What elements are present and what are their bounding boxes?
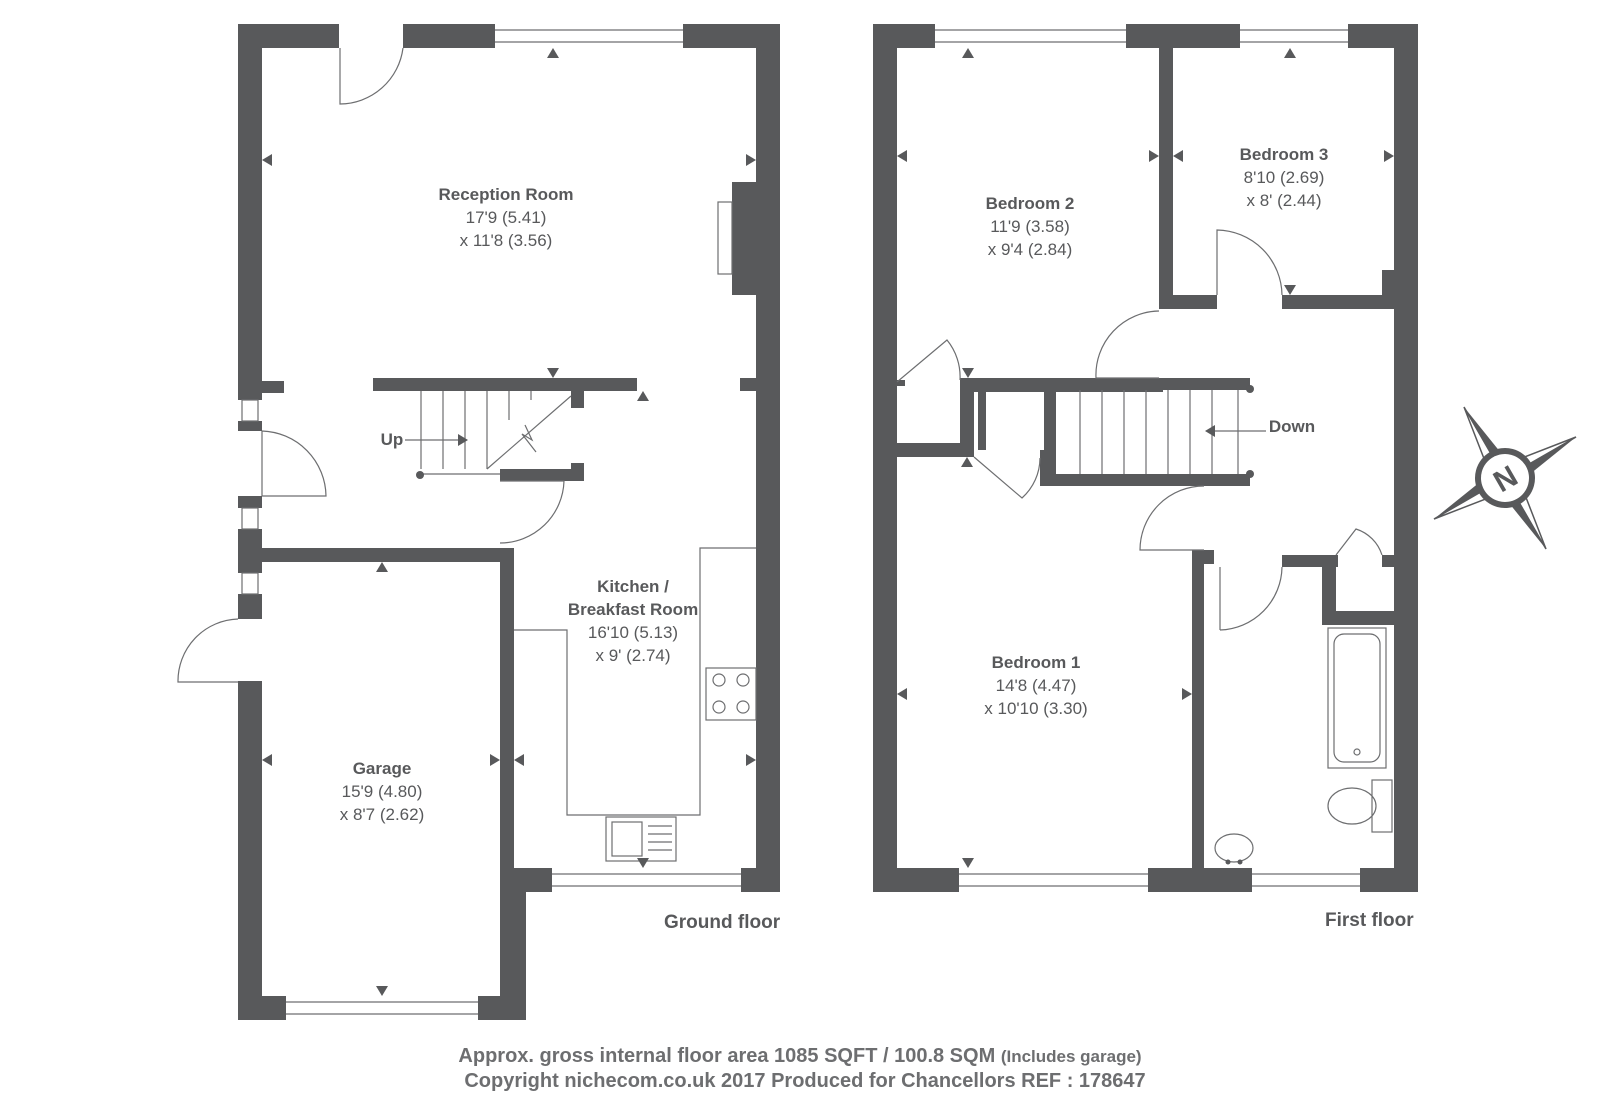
room-name-bedroom-2: Bedroom 2 (986, 194, 1075, 213)
room-dim-kitchen-2: x 9' (2.74) (595, 646, 670, 665)
ground-floor-arrows (262, 48, 756, 996)
room-name-garage: Garage (353, 759, 412, 778)
copyright-line: Copyright nichecom.co.uk 2017 Produced f… (464, 1070, 1145, 1092)
room-dim-kitchen-1: 16'10 (5.13) (588, 623, 678, 642)
room-dim-bedroom-2-1: 11'9 (3.58) (990, 217, 1069, 236)
room-name-bedroom-3: Bedroom 3 (1240, 145, 1329, 164)
ground-floor-stairs (405, 391, 572, 479)
room-dim-bedroom-1-1: 14'8 (4.47) (996, 676, 1077, 695)
first-floor-plan: Bedroom 2 11'9 (3.58) x 9'4 (2.84) Bedro… (873, 24, 1418, 931)
room-dim-reception-2: x 11'8 (3.56) (460, 231, 553, 250)
room-name-reception: Reception Room (438, 185, 573, 204)
ground-floor-label: Ground floor (664, 912, 781, 933)
first-floor-arrows (897, 48, 1394, 868)
room-dim-bedroom-3-1: 8'10 (2.69) (1244, 168, 1325, 187)
bathroom-fittings (1214, 627, 1393, 865)
first-floor-label: First floor (1325, 910, 1414, 931)
ground-floor-walls (238, 24, 780, 1020)
compass-icon: N (1433, 406, 1577, 550)
room-dim-garage-1: 15'9 (4.80) (342, 782, 423, 801)
stairs-down-label: Down (1269, 417, 1315, 436)
room-dim-reception-1: 17'9 (5.41) (466, 208, 547, 227)
first-floor-stairs (1079, 385, 1266, 478)
first-floor-walls (873, 24, 1418, 892)
floor-area-note: (Includes garage) (1001, 1047, 1142, 1066)
room-name-kitchen-1: Kitchen / (597, 577, 669, 596)
room-dim-bedroom-3-2: x 8' (2.44) (1246, 191, 1321, 210)
room-dim-bedroom-1-2: x 10'10 (3.30) (984, 699, 1087, 718)
room-dim-bedroom-2-2: x 9'4 (2.84) (988, 240, 1073, 259)
stairs-up-label: Up (381, 430, 404, 449)
ground-floor-windows (241, 29, 741, 1015)
ground-floor-plan: Reception Room 17'9 (5.41) x 11'8 (3.56)… (177, 24, 781, 1020)
floor-area-line: Approx. gross internal floor area 1085 S… (458, 1045, 1141, 1067)
ground-floor-doors (177, 47, 565, 683)
first-floor-doors (896, 229, 1383, 631)
first-floor-windows (935, 29, 1360, 887)
room-name-kitchen-2: Breakfast Room (568, 600, 698, 619)
floor-area-main: Approx. gross internal floor area 1085 S… (458, 1045, 995, 1067)
room-dim-garage-2: x 8'7 (2.62) (340, 805, 425, 824)
room-name-bedroom-1: Bedroom 1 (992, 653, 1081, 672)
